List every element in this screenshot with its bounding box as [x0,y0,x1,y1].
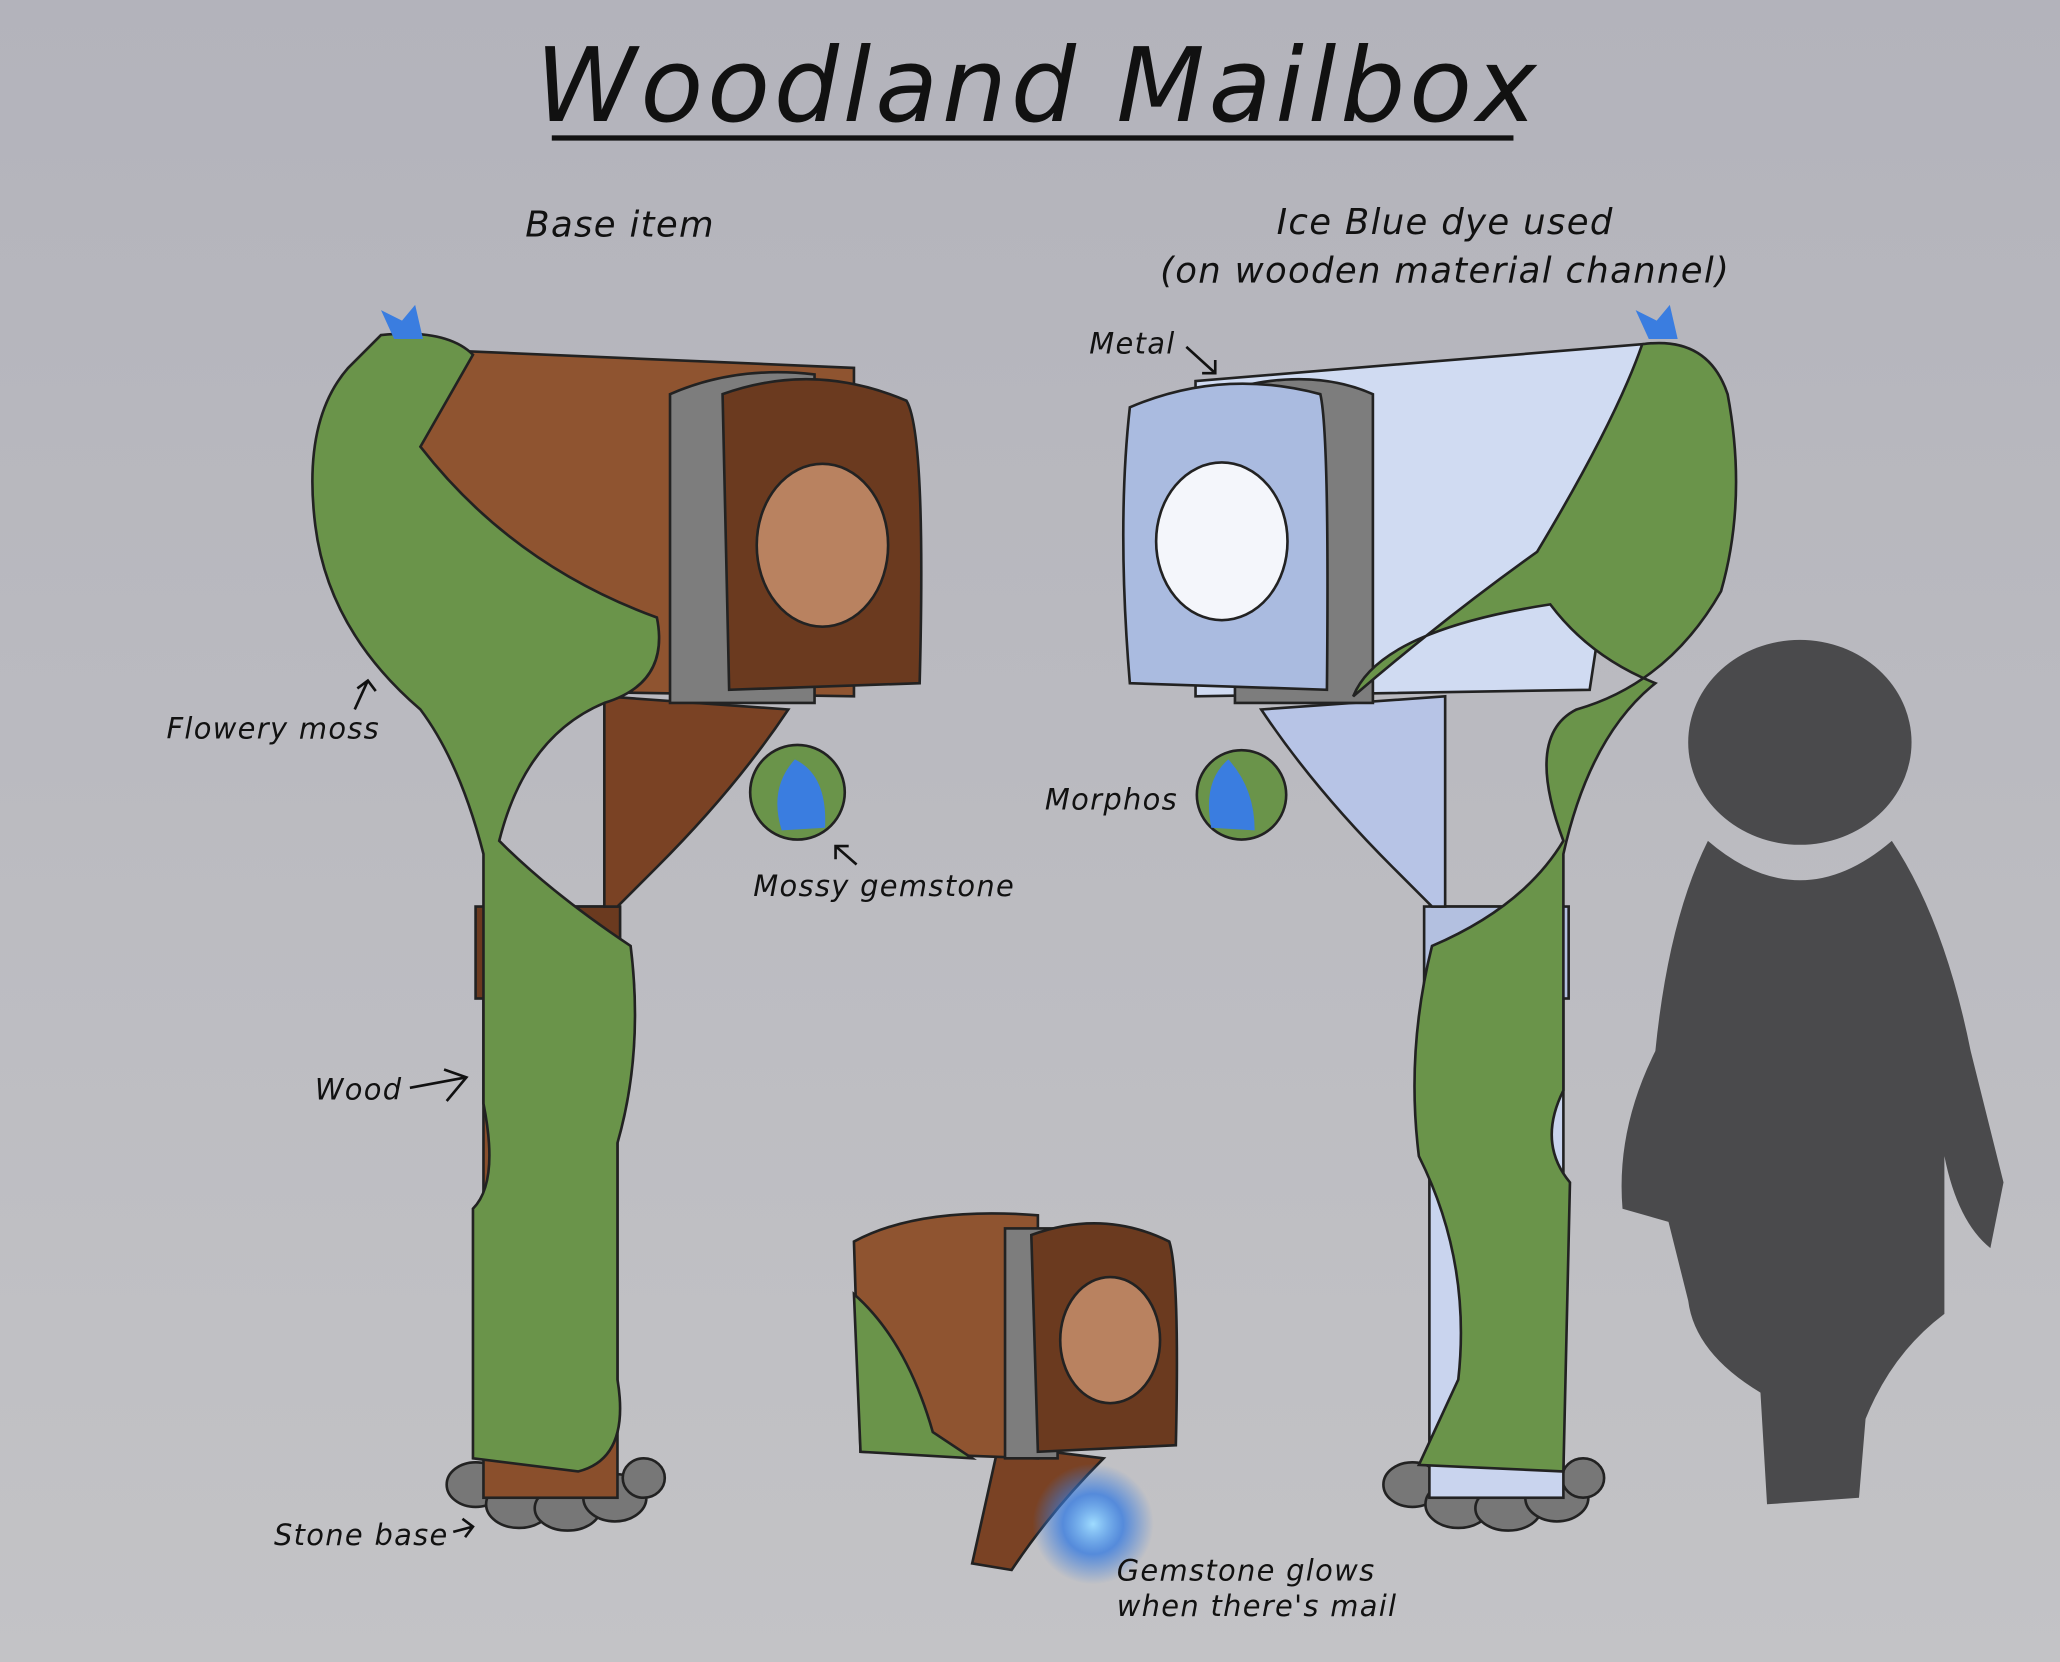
label-flowery-moss: Flowery moss [166,711,380,745]
character-silhouette [1621,639,2004,1505]
glowing-mailbox-illustration [852,1212,1179,1585]
moss [311,332,661,1473]
moss [1351,341,1738,1473]
butterfly-icon [380,304,424,339]
bracket [1258,694,1447,908]
bracket [603,694,791,908]
butterfly-emblem [755,462,890,629]
dyed-mailbox-illustration [1121,304,1738,1532]
label-mossy-gemstone: Mossy gemstone [753,869,1015,903]
section-heading-dyed: Ice Blue dye used [1277,202,1614,243]
section-heading-base: Base item [525,205,715,246]
arrow-icon [353,678,377,711]
gemstone-glow [1032,1463,1154,1585]
arrow-icon [1185,345,1217,375]
section-heading-dyed-sub: (on wooden material channel) [1160,250,1730,291]
gem [777,759,826,831]
label-glow-line2: when there's mail [1117,1589,1398,1623]
butterfly-emblem [1154,461,1289,622]
label-metal: Metal [1089,326,1175,360]
arrow-icon [409,1068,469,1102]
title-underline [551,135,1514,141]
arrow-icon [452,1517,475,1538]
arrow-icon [834,844,858,866]
label-wood: Wood [315,1073,403,1107]
butterfly-emblem [1058,1275,1162,1405]
label-glow-line1: Gemstone glows [1117,1554,1376,1588]
base-mailbox-illustration [311,304,923,1532]
butterfly-icon [1635,304,1678,339]
label-morphos: Morphos [1045,782,1178,816]
moss [852,1291,977,1460]
page-title: Woodland Mailbox [535,27,1540,146]
stone-base [445,1457,667,1532]
label-stone-base: Stone base [274,1518,449,1552]
gem [1208,759,1255,831]
